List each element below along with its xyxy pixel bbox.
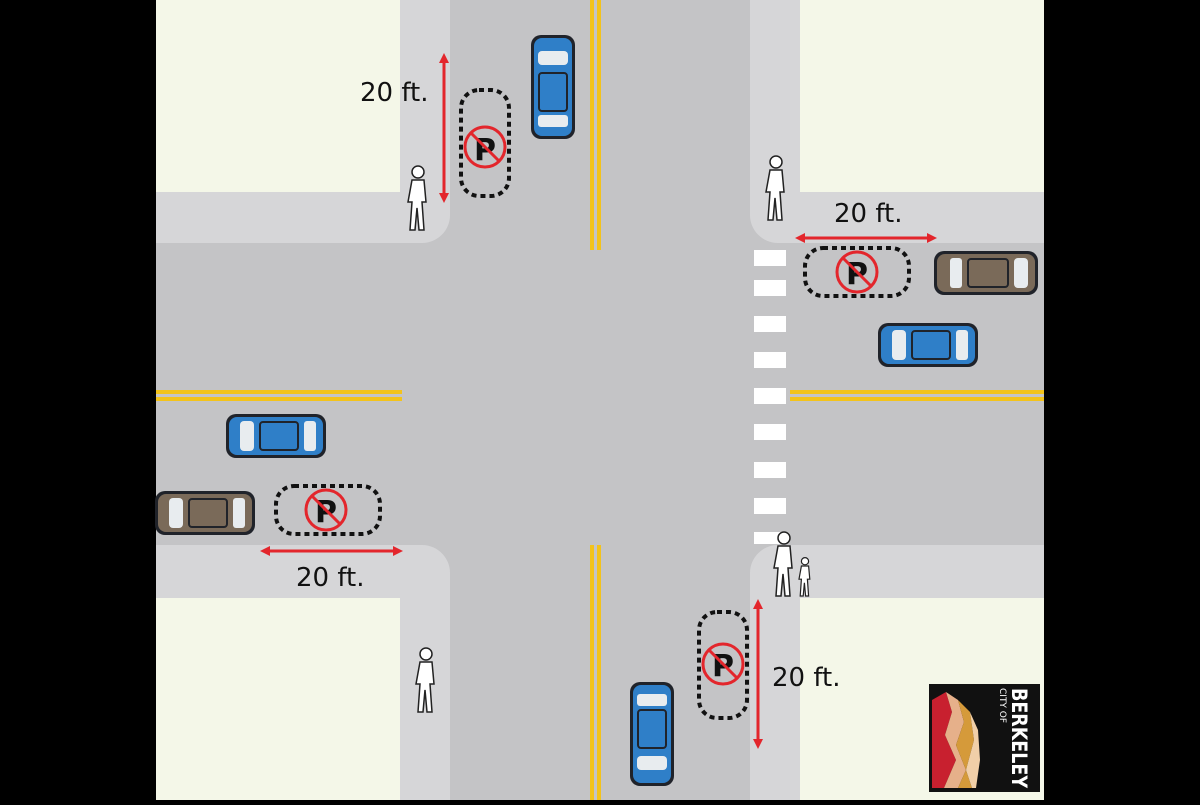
- car-brown-west: [155, 491, 255, 535]
- pedestrian-se-adult: [773, 531, 793, 597]
- car-blue-north: [531, 35, 575, 139]
- measure-label-sw: 20 ft.: [296, 563, 365, 593]
- measure-label-ne: 20 ft.: [834, 199, 903, 229]
- pedestrian-sw: [415, 647, 435, 713]
- no-parking-icon: [304, 488, 348, 532]
- no-parking-zone-ne: P: [803, 246, 911, 298]
- city-blocks: [156, 0, 1044, 800]
- no-parking-icon: [701, 642, 745, 686]
- logo-small-text: CITY OF: [997, 688, 1007, 723]
- center-lines: [156, 0, 1044, 800]
- measure-label-se: 20 ft.: [772, 663, 841, 693]
- pedestrian-nw: [407, 165, 427, 231]
- car-brown-east: [934, 251, 1038, 295]
- no-parking-zone-nw: P: [459, 88, 511, 198]
- no-parking-icon: [463, 125, 507, 169]
- no-parking-zone-se: P: [697, 610, 749, 720]
- pedestrian-se-child: [798, 556, 811, 597]
- car-blue-west: [226, 414, 326, 458]
- measure-label-nw: 20 ft.: [360, 78, 429, 108]
- no-parking-zone-sw: P: [274, 484, 382, 536]
- pedestrian-ne: [765, 155, 785, 221]
- no-parking-icon: [835, 250, 879, 294]
- berkeley-logo: CITY OF BERKELEY: [929, 684, 1040, 792]
- crosswalk: [754, 250, 786, 544]
- logo-large-text: BERKELEY: [1007, 688, 1031, 789]
- car-blue-east: [878, 323, 978, 367]
- car-blue-south: [630, 682, 674, 786]
